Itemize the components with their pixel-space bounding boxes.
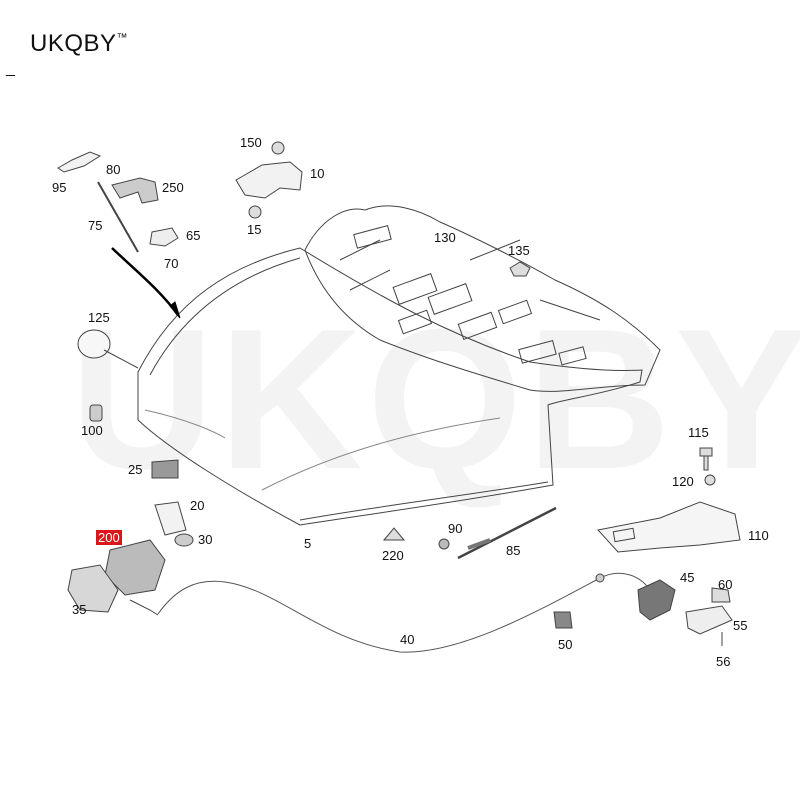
grommet-30 — [174, 533, 194, 547]
watermark-text: UKQBY — [70, 288, 800, 511]
callout-200-highlighted: 200 — [96, 530, 122, 545]
callout-45: 45 — [680, 570, 695, 585]
bumper-100 — [89, 404, 103, 422]
callout-220: 220 — [382, 548, 404, 563]
stud-90 — [438, 538, 450, 550]
hood-panel — [137, 247, 643, 526]
callout-250: 250 — [162, 180, 184, 195]
clip-135 — [509, 261, 531, 277]
block-25 — [151, 459, 179, 479]
callout-50: 50 — [558, 637, 573, 652]
gas-strut-85 — [457, 506, 557, 560]
callout-56: 56 — [716, 654, 731, 669]
callout-115: 115 — [688, 425, 709, 440]
lock-35 — [67, 564, 119, 613]
nut-15 — [248, 205, 262, 219]
callout-10: 10 — [310, 166, 325, 181]
callout-60: 60 — [718, 577, 733, 592]
bracket-110 — [597, 501, 741, 553]
cover-125 — [77, 329, 111, 359]
bolt-150 — [271, 141, 285, 155]
latch-55 — [685, 605, 733, 635]
hood-edge — [299, 481, 549, 521]
callout-130: 130 — [434, 230, 456, 245]
callout-20: 20 — [190, 498, 205, 513]
hinge-10 — [235, 161, 303, 199]
callout-40: 40 — [400, 632, 415, 647]
callout-65: 65 — [186, 228, 201, 243]
underscore-mark: _ — [6, 60, 15, 77]
callout-150: 150 — [240, 135, 262, 150]
clip-65 — [149, 227, 179, 247]
callout-80: 80 — [106, 162, 121, 177]
bracket-95 — [57, 151, 102, 173]
bracket-20 — [154, 501, 187, 536]
brand-trademark: ™ — [116, 32, 129, 44]
hood-inner-frame — [304, 205, 661, 392]
callout-85: 85 — [506, 543, 521, 558]
callout-5: 5 — [304, 536, 312, 551]
watermark: UKQBY™ — [70, 285, 800, 515]
handle-45 — [637, 579, 676, 621]
callout-15: 15 — [247, 222, 262, 237]
callout-30: 30 — [198, 532, 213, 547]
callout-75: 75 — [88, 218, 103, 233]
bracket-250 — [111, 177, 159, 204]
callout-70: 70 — [164, 256, 179, 271]
callout-25: 25 — [128, 462, 143, 477]
brand-name: UKQBY — [30, 30, 117, 57]
callout-110: 110 — [748, 528, 769, 543]
bumper-220 — [382, 527, 406, 541]
callout-125: 125 — [88, 310, 110, 325]
clip-50 — [553, 611, 573, 629]
callout-55: 55 — [733, 618, 748, 633]
bolt-115 — [699, 447, 713, 471]
callout-120: 120 — [672, 474, 694, 489]
brand-logo: UKQBY™ — [30, 30, 128, 58]
callout-135: 135 — [508, 243, 530, 258]
hood-support-rod — [97, 181, 139, 253]
callout-35: 35 — [72, 602, 87, 617]
callout-95: 95 — [52, 180, 67, 195]
latch-60 — [711, 587, 731, 603]
hood-crease — [149, 257, 301, 376]
callout-100: 100 — [81, 423, 103, 438]
callout-90: 90 — [448, 521, 463, 536]
nut-120 — [704, 474, 716, 486]
